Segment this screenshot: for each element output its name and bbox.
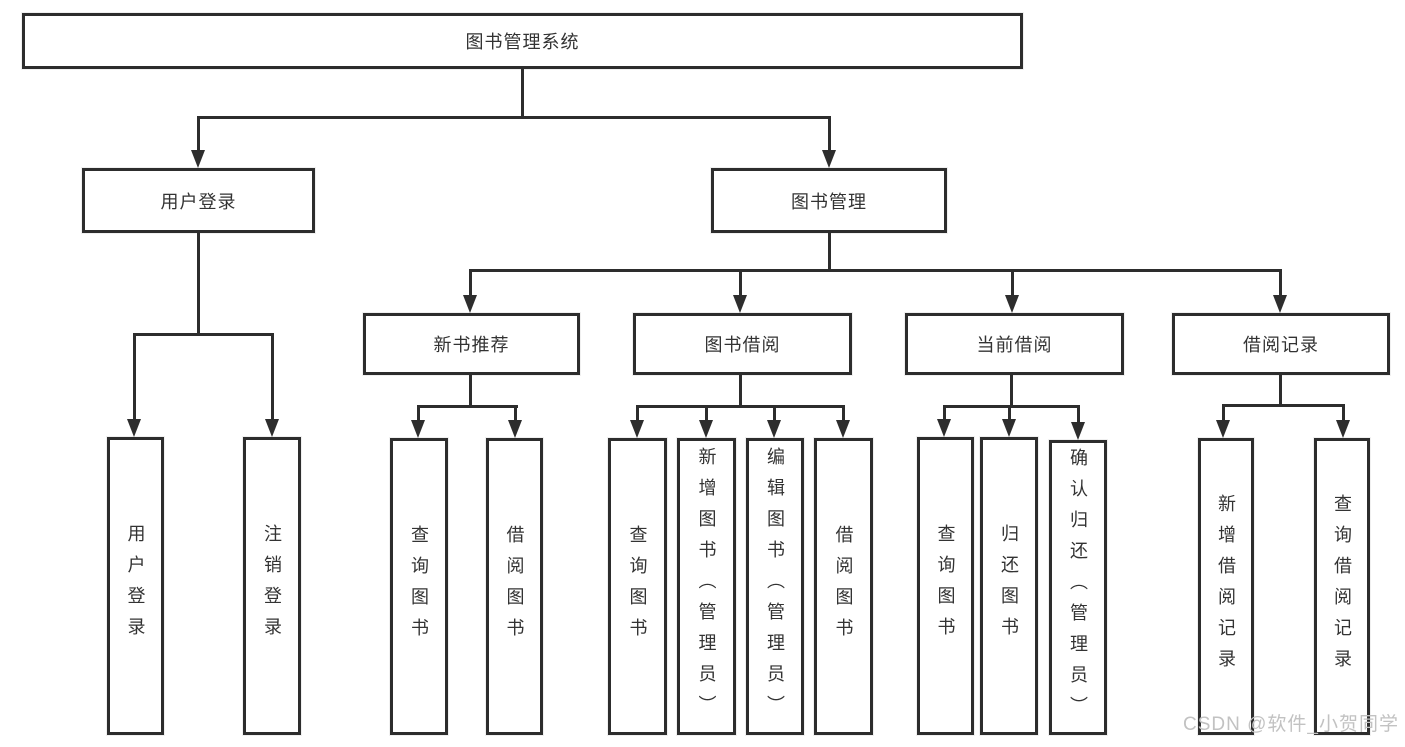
- leaf-add-borrow-record: 新增借阅记录: [1198, 438, 1254, 735]
- connector: [1342, 404, 1345, 422]
- connector: [1011, 269, 1014, 297]
- arrowhead-down-icon: [463, 295, 477, 313]
- connector: [469, 375, 472, 408]
- leaf-edit-book-admin: 编辑图书（管理员）: [746, 438, 804, 735]
- connector: [636, 405, 845, 408]
- leaf-query-borrow-record: 查询借阅记录: [1314, 438, 1370, 735]
- connector: [828, 233, 831, 272]
- csdn-watermark: CSDN @软件_小贺同学: [1183, 714, 1399, 735]
- arrowhead-down-icon: [630, 420, 644, 438]
- connector: [521, 68, 524, 119]
- arrowhead-down-icon: [836, 420, 850, 438]
- arrowhead-down-icon: [767, 420, 781, 438]
- arrowhead-down-icon: [1336, 420, 1350, 438]
- connector: [133, 333, 136, 421]
- node-library-system: 图书管理系统: [22, 13, 1023, 69]
- arrowhead-down-icon: [127, 419, 141, 437]
- connector: [1010, 375, 1013, 408]
- arrowhead-down-icon: [1071, 422, 1085, 440]
- leaf-borrow-books-recommend: 借阅图书: [486, 438, 543, 735]
- connector: [133, 333, 274, 336]
- arrowhead-down-icon: [411, 420, 425, 438]
- node-new-book-recommend: 新书推荐: [363, 313, 580, 375]
- connector: [828, 116, 831, 154]
- connector: [1279, 375, 1282, 407]
- leaf-logout: 注销登录: [243, 437, 301, 735]
- node-borrow-records: 借阅记录: [1172, 313, 1390, 375]
- connector: [514, 405, 517, 422]
- leaf-query-books-recommend: 查询图书: [390, 438, 448, 735]
- leaf-query-books-borrowing: 查询图书: [608, 438, 667, 735]
- arrowhead-down-icon: [822, 150, 836, 168]
- connector: [417, 405, 420, 422]
- connector: [943, 405, 1080, 408]
- node-user-login: 用户登录: [82, 168, 315, 233]
- connector: [636, 405, 639, 422]
- node-book-management: 图书管理: [711, 168, 947, 233]
- connector: [1222, 404, 1345, 407]
- arrowhead-down-icon: [1216, 420, 1230, 438]
- connector: [842, 405, 845, 422]
- leaf-return-book: 归还图书: [980, 437, 1038, 735]
- connector: [1279, 269, 1282, 297]
- connector: [469, 269, 1282, 272]
- connector: [943, 405, 946, 422]
- leaf-borrow-books: 借阅图书: [814, 438, 873, 735]
- leaf-confirm-return-admin: 确认归还（管理员）: [1049, 440, 1107, 735]
- arrowhead-down-icon: [733, 295, 747, 313]
- connector: [1222, 404, 1225, 422]
- connector: [739, 269, 742, 297]
- connector: [773, 405, 776, 422]
- arrowhead-down-icon: [699, 420, 713, 438]
- leaf-add-book-admin: 新增图书（管理员）: [677, 438, 736, 735]
- leaf-query-books-current: 查询图书: [917, 437, 974, 735]
- connector: [1008, 405, 1011, 422]
- arrowhead-down-icon: [1002, 419, 1016, 437]
- connector: [1077, 405, 1080, 422]
- arrowhead-down-icon: [508, 420, 522, 438]
- arrowhead-down-icon: [937, 419, 951, 437]
- arrowhead-down-icon: [265, 419, 279, 437]
- connector: [271, 333, 274, 421]
- arrowhead-down-icon: [1005, 295, 1019, 313]
- connector: [197, 116, 831, 119]
- connector: [469, 269, 472, 297]
- arrowhead-down-icon: [1273, 295, 1287, 313]
- connector: [739, 375, 742, 408]
- connector: [417, 405, 518, 408]
- node-current-borrowing: 当前借阅: [905, 313, 1124, 375]
- connector: [197, 116, 200, 154]
- arrowhead-down-icon: [191, 150, 205, 168]
- leaf-user-login: 用户登录: [107, 437, 164, 735]
- connector: [705, 405, 708, 422]
- node-book-borrowing: 图书借阅: [633, 313, 852, 375]
- connector: [197, 233, 200, 336]
